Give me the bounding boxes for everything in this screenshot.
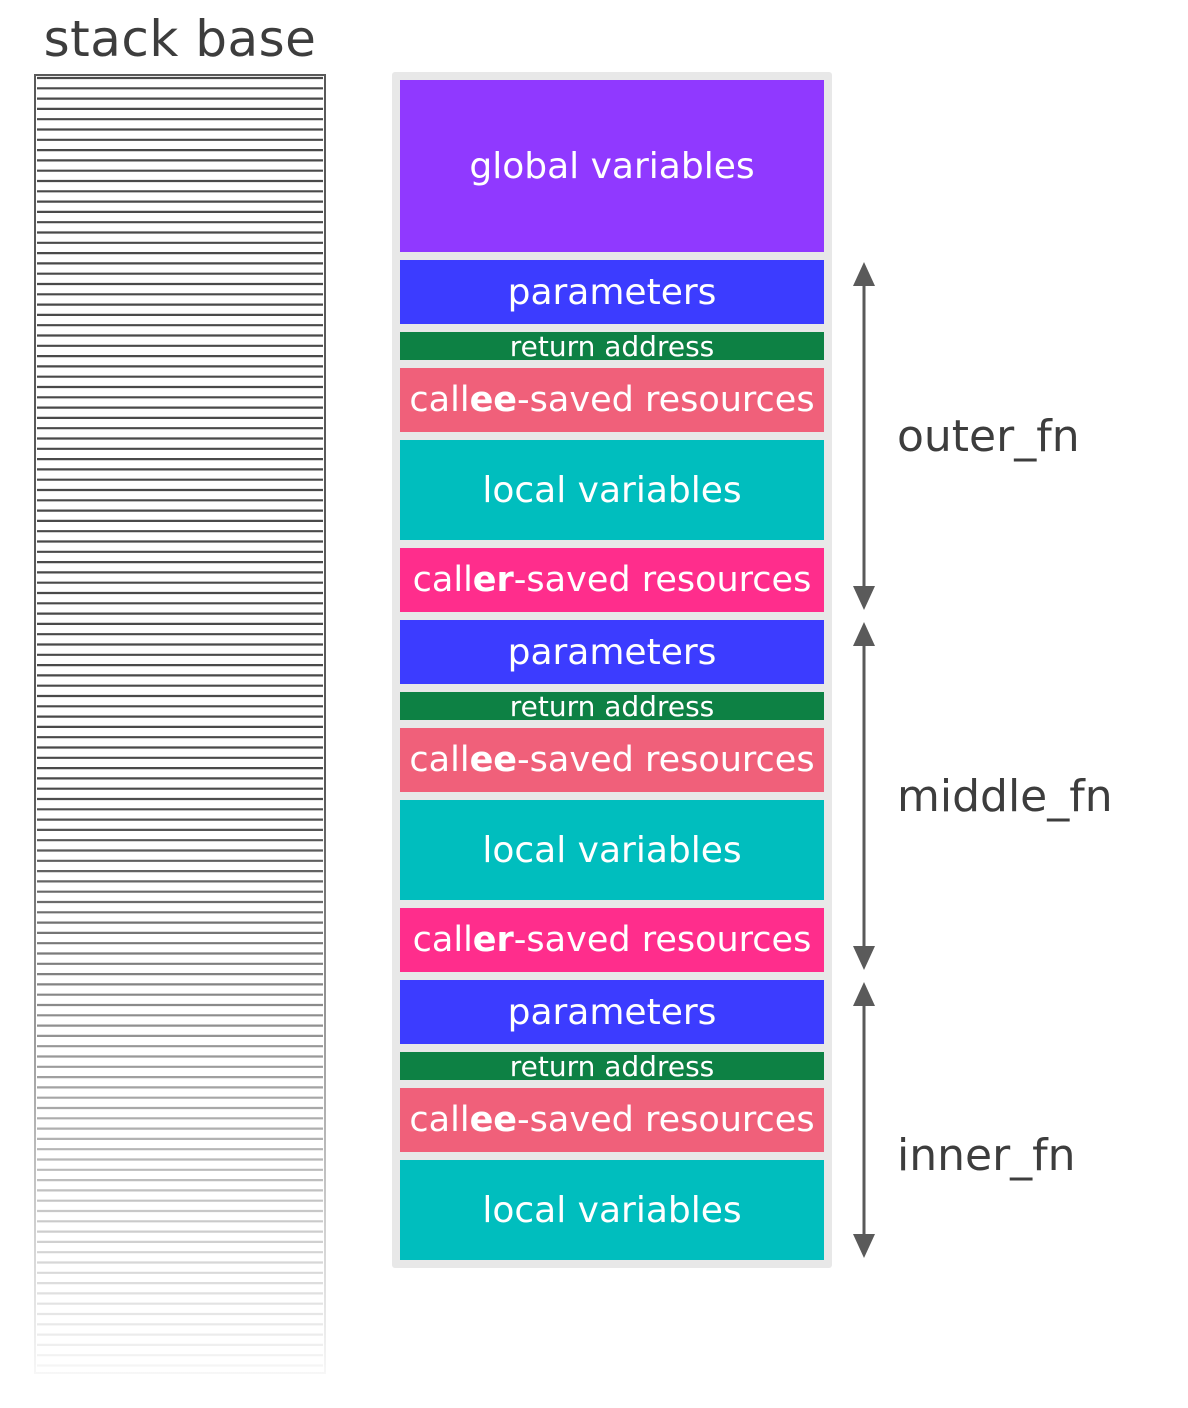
block-label-emphasis: ee	[469, 740, 518, 780]
block-label: callee-saved resources	[409, 740, 814, 780]
block-label-emphasis: ee	[469, 380, 518, 420]
block-middle-caller-saved: caller-saved resources	[400, 908, 824, 972]
block-label: local variables	[482, 829, 742, 871]
block-label-suffix: -saved resources	[513, 920, 812, 960]
block-label: local variables	[482, 1189, 742, 1231]
stack-column-border	[34, 74, 326, 1374]
block-middle-parameters: parameters	[400, 620, 824, 684]
block-inner-local-variables: local variables	[400, 1160, 824, 1260]
block-inner-return-address: return address	[400, 1049, 824, 1083]
block-outer-parameters: parameters	[400, 260, 824, 324]
arrowhead-up	[853, 622, 875, 646]
arrowhead-down	[853, 1234, 875, 1258]
block-global: global variables	[400, 80, 824, 252]
arrowhead-up	[853, 982, 875, 1006]
arrowhead-up	[853, 262, 875, 286]
block-outer-caller-saved: caller-saved resources	[400, 548, 824, 612]
block-label: caller-saved resources	[413, 560, 812, 600]
block-label: return address	[509, 329, 715, 363]
frame-label-outer: outer_fn	[897, 411, 1080, 462]
block-label: global variables	[469, 145, 755, 187]
arrowhead-down	[853, 946, 875, 970]
block-label-suffix: -saved resources	[517, 1100, 815, 1140]
block-outer-local-variables: local variables	[400, 440, 824, 540]
block-middle-local-variables: local variables	[400, 800, 824, 900]
block-label: local variables	[482, 469, 742, 511]
block-outer-return-address: return address	[400, 329, 824, 363]
block-outer-callee-saved: callee-saved resources	[400, 368, 824, 432]
frame-label-middle: middle_fn	[897, 771, 1113, 822]
block-inner-parameters: parameters	[400, 980, 824, 1044]
block-label-emphasis: ee	[469, 1100, 518, 1140]
block-label-emphasis: er	[472, 920, 514, 960]
block-inner-callee-saved: callee-saved resources	[400, 1088, 824, 1152]
block-label: parameters	[507, 271, 717, 313]
block-label: parameters	[507, 991, 717, 1033]
block-label: return address	[509, 1049, 715, 1083]
block-label: parameters	[507, 631, 717, 673]
block-label-prefix: call	[409, 1100, 470, 1140]
block-label-suffix: -saved resources	[513, 560, 812, 600]
block-label-prefix: call	[412, 560, 473, 600]
block-label: callee-saved resources	[409, 1100, 814, 1140]
block-middle-callee-saved: callee-saved resources	[400, 728, 824, 792]
stack-base-label: stack base	[43, 10, 317, 68]
block-label-prefix: call	[409, 380, 470, 420]
block-label: callee-saved resources	[409, 380, 814, 420]
stack-memory-column	[34, 74, 326, 1374]
block-label-prefix: call	[409, 740, 470, 780]
block-middle-return-address: return address	[400, 689, 824, 723]
frame-label-inner: inner_fn	[897, 1130, 1076, 1181]
block-label: return address	[509, 689, 715, 723]
arrowhead-down	[853, 586, 875, 610]
block-label-emphasis: er	[472, 560, 514, 600]
block-label-prefix: call	[412, 920, 473, 960]
block-label-suffix: -saved resources	[517, 740, 815, 780]
block-label-suffix: -saved resources	[517, 380, 815, 420]
block-label: caller-saved resources	[413, 920, 812, 960]
